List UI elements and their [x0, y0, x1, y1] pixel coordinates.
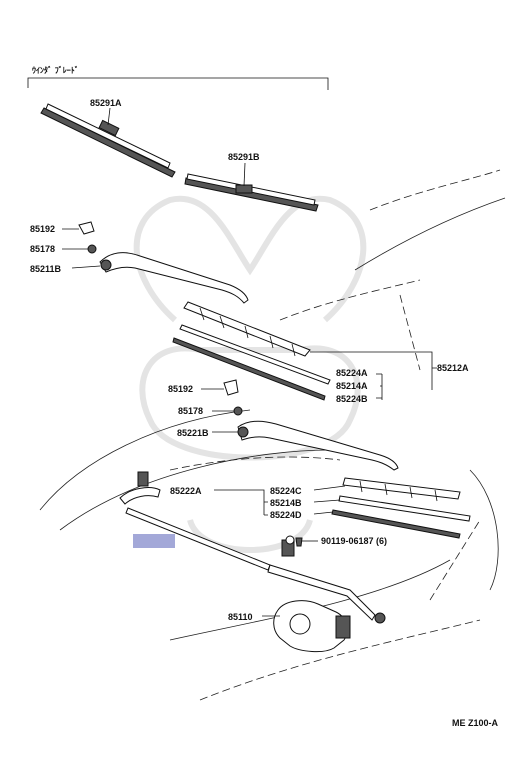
vehicle-body-outline: [39, 169, 506, 701]
lower-body-dashed-2: [429, 519, 481, 601]
pivot-cap-85192: [78, 221, 95, 235]
body-dashed-edge-top: [369, 169, 501, 211]
group-bracket: [27, 77, 329, 90]
label-85212a: 85212A: [437, 363, 469, 373]
wiper-linkage: [119, 471, 386, 624]
diagram-code: ME Z100-A: [452, 718, 499, 728]
fender-curve: [469, 469, 499, 591]
hood-edge: [354, 197, 506, 271]
group-header: ｳｲﾝﾀﾞ ﾌﾞﾚｰﾄﾞ: [27, 65, 329, 90]
pivot-nut-85178-lower: [233, 406, 243, 416]
label-85291a: 85291A: [90, 98, 122, 108]
wiper-motor-85110: [273, 600, 351, 653]
body-dashed-edge: [279, 279, 421, 321]
label-85192-lower: 85192: [168, 384, 193, 394]
cowl-dashed: [169, 456, 341, 471]
label-85178-lower: 85178: [178, 406, 203, 416]
watermark: [133, 195, 367, 553]
wiper-blade-85291b: [184, 173, 319, 212]
lower-body-dashed: [199, 619, 481, 701]
blade-assembly-85222a: [331, 477, 471, 539]
label-90119: 90119-06187 (6): [321, 536, 387, 546]
blade-assembly-85212a: [172, 301, 331, 401]
label-85211b: 85211B: [30, 264, 62, 274]
label-85214a: 85214A: [336, 381, 368, 391]
body-dashed-pillar: [399, 294, 421, 371]
wiper-arm-85221b: [237, 420, 399, 471]
label-85224d: 85224D: [270, 510, 302, 520]
cowl-curve: [39, 409, 251, 511]
label-85224b: 85224B: [336, 394, 368, 404]
label-85214b: 85214B: [270, 498, 302, 508]
pivot-nut-85178: [87, 244, 97, 254]
label-85110: 85110: [228, 612, 253, 622]
wiper-arm-85211b: [99, 252, 249, 304]
highlighted-component[interactable]: [133, 534, 175, 548]
label-85224a: 85224A: [336, 368, 368, 378]
group-title: ｳｲﾝﾀﾞ ﾌﾞﾚｰﾄﾞ: [32, 65, 79, 75]
cowl-curve-2: [59, 449, 331, 531]
wiper-blade-85291a: [40, 103, 176, 178]
label-85291b: 85291B: [228, 152, 260, 162]
label-85222a: 85222A: [170, 486, 202, 496]
label-85192-upper: 85192: [30, 224, 55, 234]
pivot-cap-85192-lower: [223, 379, 239, 396]
label-85178-upper: 85178: [30, 244, 55, 254]
screw-90119: [295, 537, 303, 547]
label-85224c: 85224C: [270, 486, 302, 496]
label-85221b: 85221B: [177, 428, 209, 438]
